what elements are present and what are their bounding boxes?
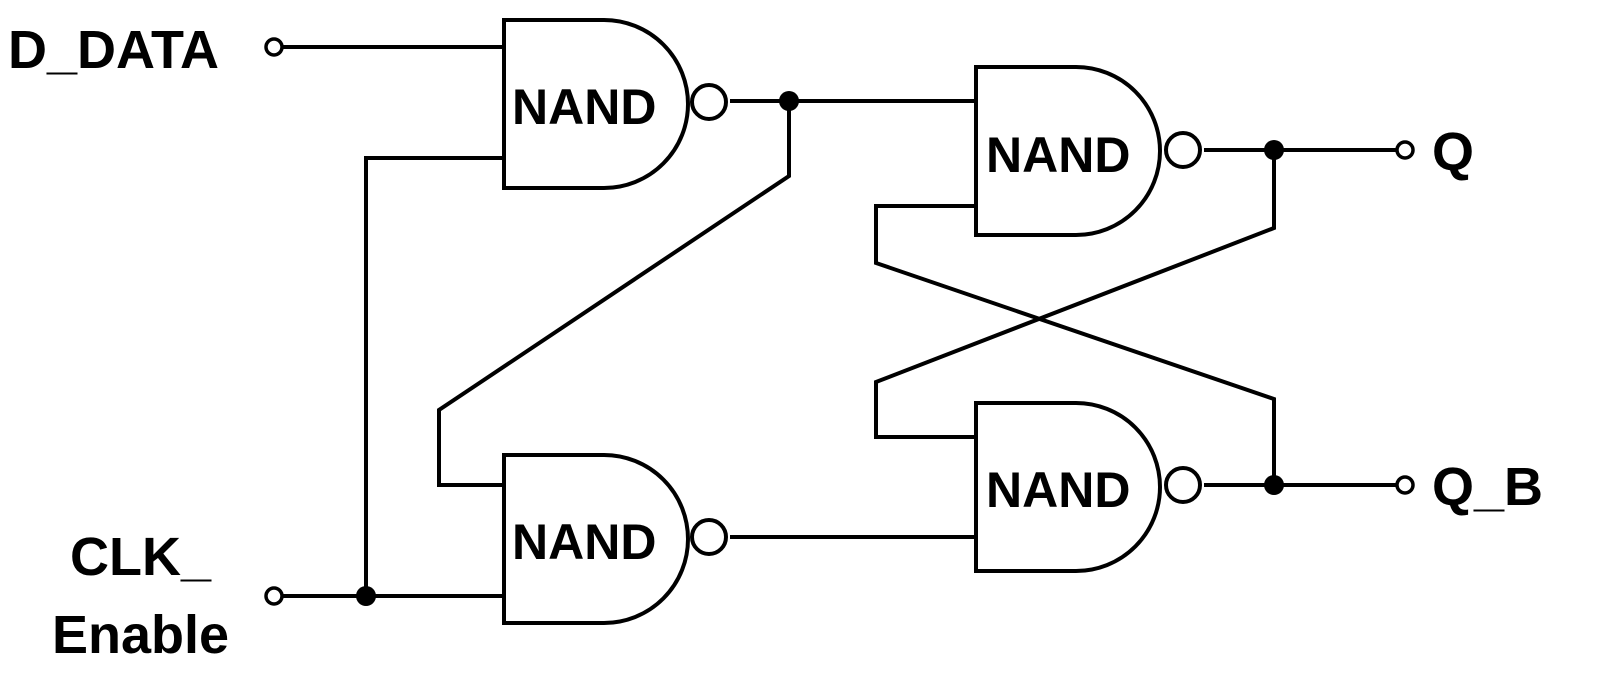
nand-gate-2: NAND bbox=[502, 453, 728, 625]
q-label: Q bbox=[1432, 122, 1474, 182]
nand-gate-2-label: NAND bbox=[512, 514, 656, 570]
nand-gate-4: NAND bbox=[974, 401, 1202, 573]
nand-gate-3: NAND bbox=[974, 65, 1202, 237]
nand-gate-1: NAND bbox=[502, 18, 728, 190]
port-q bbox=[1395, 140, 1415, 160]
junction-q bbox=[1264, 140, 1284, 160]
port-clk bbox=[264, 586, 284, 606]
junction-g1-out bbox=[779, 91, 799, 111]
nand-gate-4-label: NAND bbox=[986, 462, 1130, 518]
port-d-data bbox=[264, 37, 284, 57]
wire-q-feedback bbox=[874, 150, 1276, 439]
junctions bbox=[356, 91, 1284, 606]
port-q-b bbox=[1395, 475, 1415, 495]
clk-label-line1: CLK_ bbox=[70, 527, 212, 587]
junction-clk bbox=[356, 586, 376, 606]
junction-q-b bbox=[1264, 475, 1284, 495]
d-data-label: D_DATA bbox=[8, 20, 219, 80]
wire-clk-to-gate1 bbox=[364, 156, 504, 596]
nand-gate-3-label: NAND bbox=[986, 127, 1130, 183]
nand-gate-1-label: NAND bbox=[512, 79, 656, 135]
ports bbox=[264, 37, 1415, 606]
wire-q-b-feedback bbox=[874, 204, 1276, 485]
wires bbox=[282, 45, 1397, 598]
clk-label-line2: Enable bbox=[52, 605, 229, 665]
q-b-label: Q_B bbox=[1432, 457, 1543, 517]
wire-g1-to-g2 bbox=[437, 101, 791, 487]
